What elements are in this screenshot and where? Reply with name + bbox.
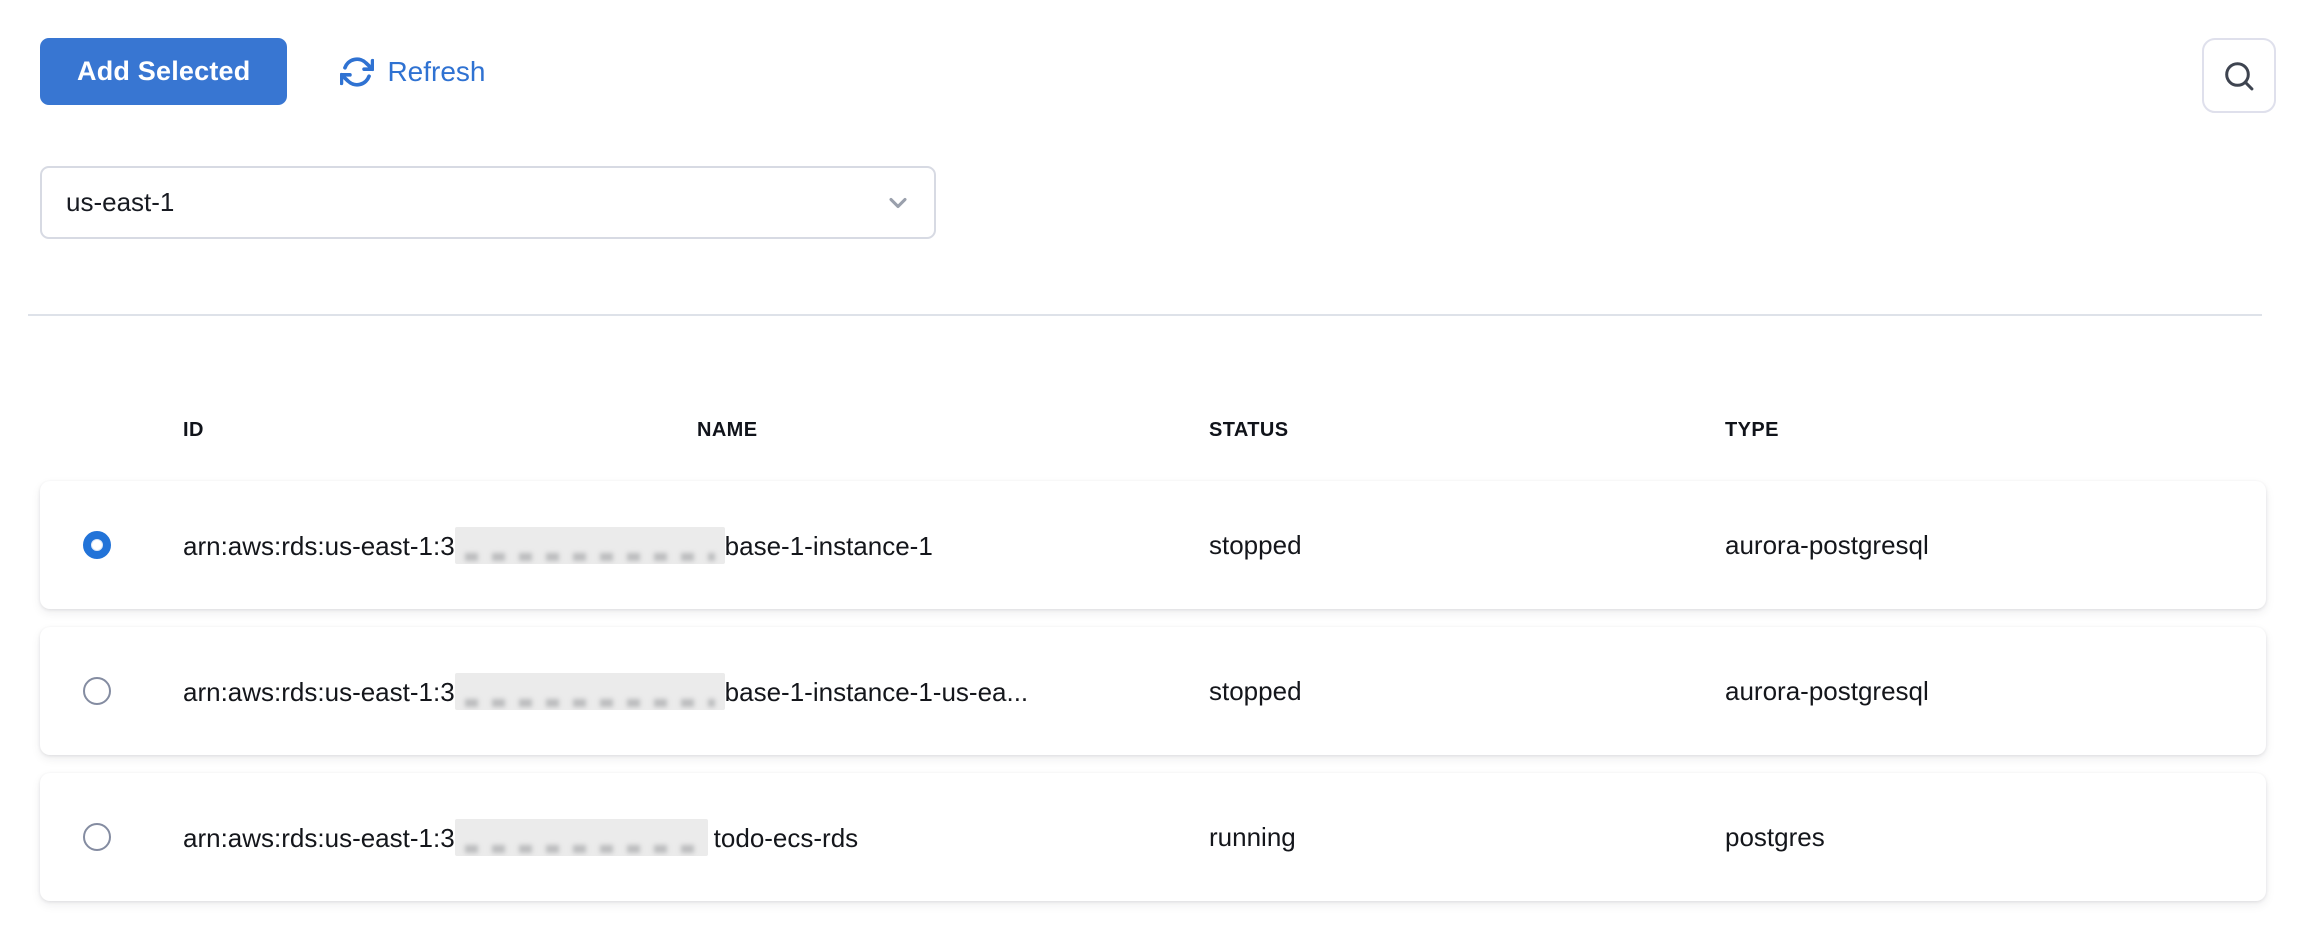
column-header-id: ID [183, 419, 204, 441]
search-button[interactable] [2202, 38, 2276, 113]
column-header-type: TYPE [1725, 419, 1779, 441]
divider [28, 314, 2262, 316]
column-header-name: NAME [697, 419, 758, 441]
cell-type: aurora-postgresql [1725, 529, 1929, 560]
row-radio[interactable] [83, 531, 111, 559]
search-icon [2221, 58, 2257, 94]
row-radio[interactable] [83, 823, 111, 851]
chevron-down-icon [884, 189, 912, 217]
cell-status: stopped [1209, 529, 1302, 560]
add-selected-button[interactable]: Add Selected [40, 38, 288, 105]
region-dropdown[interactable]: us-east-1 [40, 166, 936, 239]
instances-table: ID NAME STATUS TYPE arn:aws:rds:us-east-… [40, 417, 2266, 901]
refresh-icon [340, 55, 375, 89]
cell-status: stopped [1209, 675, 1302, 706]
column-header-status: STATUS [1209, 419, 1289, 441]
row-radio[interactable] [83, 677, 111, 705]
redacted-account-id [454, 526, 725, 564]
region-dropdown-value: us-east-1 [66, 187, 175, 217]
cell-type: aurora-postgresql [1725, 675, 1929, 706]
toolbar: Add Selected Refresh [0, 0, 2298, 113]
header-spacer [40, 417, 183, 443]
redacted-account-id [454, 672, 725, 710]
cell-status: running [1209, 821, 1296, 852]
refresh-button[interactable]: Refresh [340, 55, 486, 89]
table-header-row: ID NAME STATUS TYPE [40, 417, 2266, 443]
cell-type: postgres [1725, 821, 1825, 852]
refresh-label: Refresh [387, 55, 486, 87]
redacted-account-id [454, 818, 708, 856]
